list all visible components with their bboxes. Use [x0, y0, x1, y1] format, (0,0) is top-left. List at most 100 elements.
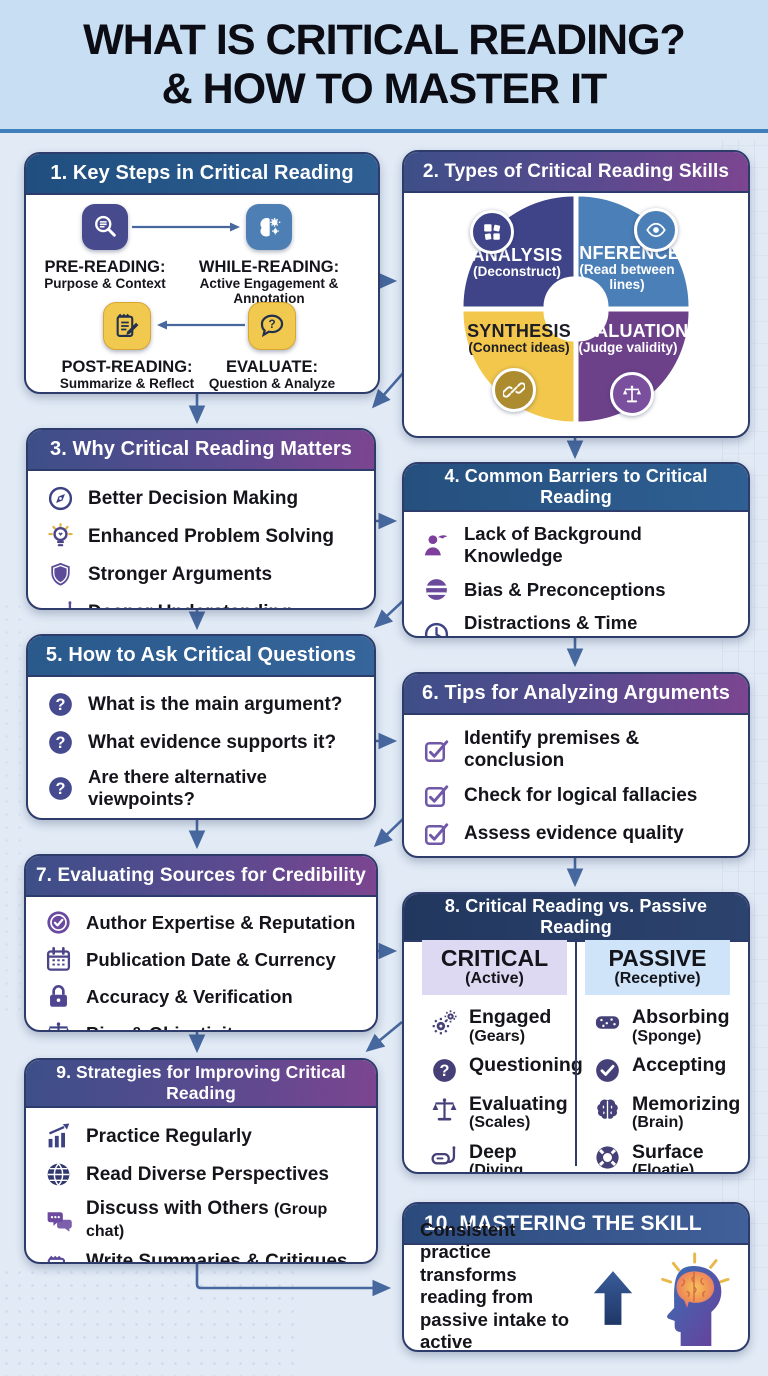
card-skill-types: 2. Types of Critical Reading Skills ANAL… — [402, 150, 750, 438]
row-sublabel: (Floatie) — [632, 1162, 695, 1174]
table-row: Absorbing(Sponge) — [579, 1003, 736, 1051]
item-label: Check for logical fallacies — [464, 784, 698, 806]
step-pre-reading: PRE-READING: Purpose & Context — [30, 204, 180, 291]
critical-column-header: CRITICAL (Active) — [422, 940, 567, 996]
list-item: Practice Regularly — [44, 1122, 364, 1151]
card10-title: 10. MASTERING THE SKILL — [404, 1204, 748, 1245]
globe-icon — [44, 1160, 73, 1189]
quadrant-synthesis: SYNTHESIS (Connect ideas) — [456, 321, 582, 356]
search-doc-icon — [91, 213, 119, 241]
column-title: CRITICAL — [440, 945, 549, 971]
quadrant-label: ANALYSIS — [471, 245, 563, 265]
question-circle-icon — [46, 819, 75, 820]
item-label: What is the main argument? — [88, 693, 343, 715]
card9-title: 9. Strategies for Improving Critical Rea… — [26, 1060, 376, 1108]
table-row: Deep(Diving mask) — [416, 1138, 573, 1174]
checkbox-check-icon — [422, 819, 451, 848]
list-item: Consider counterarguments — [422, 857, 736, 858]
list-item: Identify premises & conclusion — [422, 728, 736, 772]
page-title-line2: & HOW TO MASTER IT — [161, 64, 608, 113]
row-label: Deep — [469, 1140, 517, 1163]
growth-chart-icon — [44, 1122, 73, 1151]
card1-title: 1. Key Steps in Critical Reading — [26, 154, 378, 195]
card5-title: 5. How to Ask Critical Questions — [28, 636, 374, 677]
checkbox-check-icon — [422, 857, 451, 858]
evaluate-to-post-arrow — [157, 320, 245, 330]
checkbox-check-icon — [422, 781, 451, 810]
item-label: Stronger Arguments — [88, 563, 273, 585]
lock-icon — [44, 982, 73, 1011]
card-analyzing-arguments: 6. Tips for Analyzing Arguments Identify… — [402, 672, 750, 858]
card3-title: 3. Why Critical Reading Matters — [28, 430, 374, 471]
link-icon — [503, 379, 525, 401]
list-item: What are the implications? — [46, 819, 362, 820]
layered-sphere-icon — [422, 575, 451, 604]
list-item: Distractions & Time Constraints — [422, 612, 736, 636]
pre-to-while-arrow — [132, 222, 240, 232]
item-label: Discuss with Others (Group chat) — [86, 1198, 364, 1242]
card-improvement-strategies: 9. Strategies for Improving Critical Rea… — [24, 1058, 378, 1264]
question-circle-icon — [46, 728, 75, 757]
quadrant-evaluation: EVALUATION (Judge validity) — [572, 321, 688, 356]
row-label: Memorizing — [632, 1093, 741, 1115]
check-circle-icon — [593, 1056, 622, 1085]
quadrant-analysis: ANALYSIS (Deconstruct) — [454, 245, 580, 280]
row-sublabel: (Diving mask) — [469, 1162, 524, 1174]
row-label: Surface — [632, 1140, 704, 1163]
mastering-body: Consistent practice transforms reading f… — [404, 1219, 748, 1350]
list-item: Publication Date & Currency — [44, 945, 364, 974]
column-title: PASSIVE — [608, 945, 707, 971]
pre-reading-tile — [82, 204, 128, 250]
head-brain-icon — [661, 1252, 730, 1346]
table-row: Surface(Floatie) — [579, 1138, 736, 1174]
table-row: Memorizing(Brain) — [579, 1090, 740, 1138]
column-subtitle: (Active) — [465, 970, 524, 988]
scales-icon — [430, 1095, 459, 1124]
row-label: Evaluating — [469, 1093, 568, 1115]
step-evaluate: EVALUATE: Question & Analyze — [197, 302, 347, 391]
eye-icon — [645, 219, 667, 241]
card-why-matters: 3. Why Critical Reading Matters Better D… — [26, 428, 376, 610]
checkbox-check-icon — [422, 736, 451, 765]
list-item: Check for logical fallacies — [422, 781, 736, 810]
item-label: Bias & Objectivity — [86, 1023, 243, 1031]
item-label: Accuracy & Verification — [86, 985, 293, 1007]
card-key-steps: 1. Key Steps in Critical Reading PRE-REA… — [24, 152, 380, 394]
evaluation-badge — [610, 372, 654, 416]
diving-mask-icon — [430, 1143, 459, 1172]
passive-column-header: PASSIVE (Receptive) — [585, 940, 730, 996]
quadrant-sublabel: (Deconstruct) — [473, 264, 561, 280]
step-title: EVALUATE: — [226, 358, 318, 376]
list-item: Author Expertise & Reputation — [44, 908, 364, 937]
card2-title: 2. Types of Critical Reading Skills — [404, 152, 748, 193]
page-header: WHAT IS CRITICAL READING? & HOW TO MASTE… — [0, 0, 768, 133]
row-sublabel: (Brain) — [632, 1114, 684, 1132]
item-label: Are there alternative viewpoints? — [88, 766, 267, 809]
quadrant-wheel — [463, 196, 689, 422]
brain-gears-icon — [255, 213, 283, 241]
step-subtitle: Purpose & Context — [44, 276, 166, 292]
list-item: Deeper Understanding — [46, 598, 362, 610]
diving-mask-icon — [46, 598, 75, 610]
passive-column: PASSIVE (Receptive) Absorbing(Sponge) Ac… — [575, 940, 740, 1172]
step-post-reading: POST-READING: Summarize & Reflect — [52, 302, 202, 391]
list-item: Assess evidence quality — [422, 819, 736, 848]
card-critical-questions: 5. How to Ask Critical Questions What is… — [26, 634, 376, 820]
card-source-credibility: 7. Evaluating Sources for Credibility Au… — [24, 854, 378, 1032]
comparison-table: CRITICAL (Active) Engaged(Gears) Questio… — [414, 940, 740, 1172]
row-sublabel: (Gears) — [469, 1027, 526, 1045]
note-pencil-icon — [113, 312, 141, 340]
critical-column: CRITICAL (Active) Engaged(Gears) Questio… — [414, 940, 583, 1172]
lifebuoy-icon — [593, 1143, 622, 1172]
question-circle-icon — [46, 774, 75, 803]
card-barriers: 4. Common Barriers to Critical Reading L… — [402, 462, 750, 638]
chat-group-icon — [44, 1206, 73, 1235]
question-circle-icon — [46, 690, 75, 719]
list-item: Write Summaries & Critiques(Pen & paper) — [44, 1251, 364, 1262]
row-sublabel: (Scales) — [469, 1114, 531, 1132]
sponge-icon — [593, 1008, 622, 1037]
item-label: Enhanced Problem Solving — [88, 525, 334, 547]
synthesis-badge — [492, 368, 536, 412]
lightbulb-icon — [46, 522, 75, 551]
